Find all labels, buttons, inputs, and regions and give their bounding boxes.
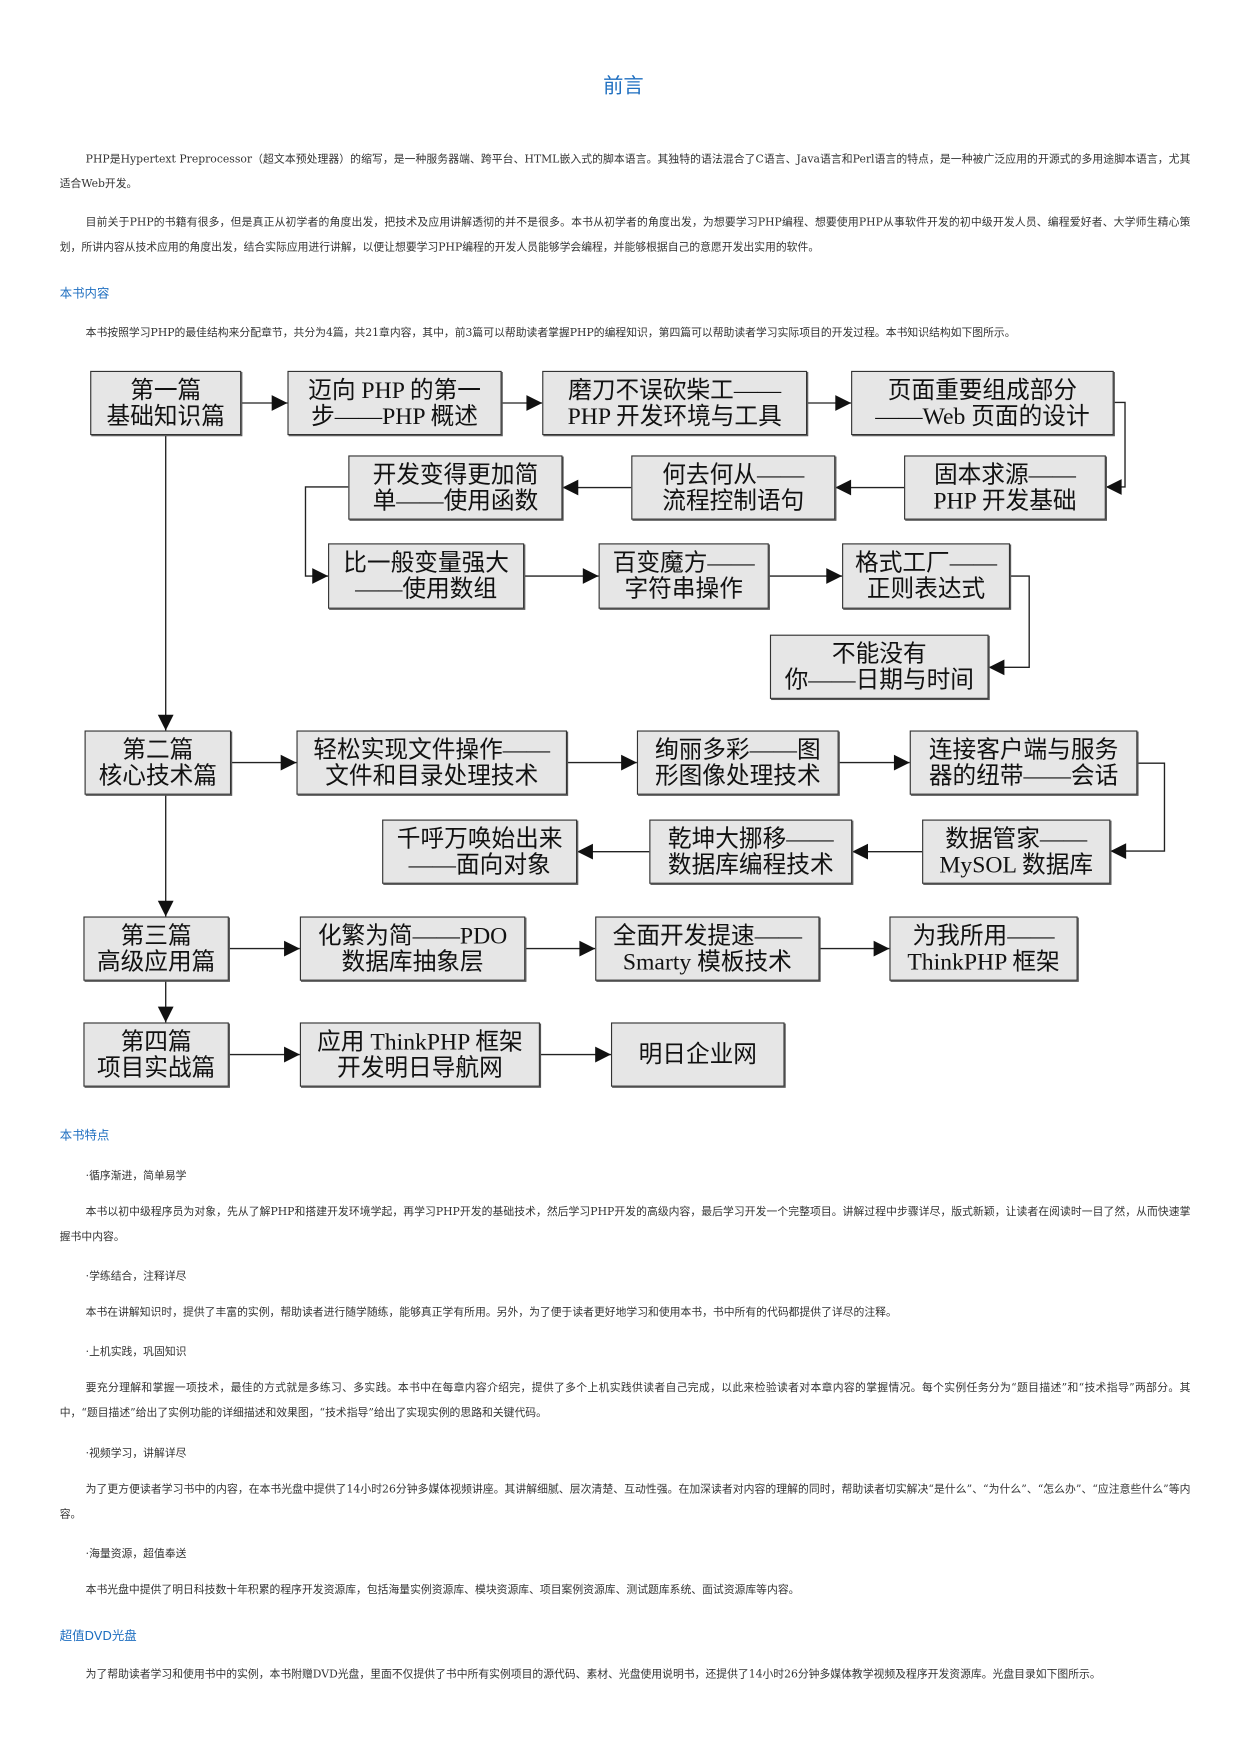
intro-paragraph-2: 目前关于PHP的书籍有很多，但是真正从初学者的角度出发，把技术及应用讲解透彻的并… [59,216,1191,254]
feature-bullet-4: ·视频学习，讲解详尽 [85,1447,187,1460]
flowchart-node: 第一篇 基础知识篇 [90,370,242,436]
flowchart-node: 绚丽多彩——图 形图像处理技术 [636,730,839,795]
flowchart-node-label: 迈向 PHP 的第一 步——PHP 概述 [308,375,481,429]
arrow-head [852,843,868,860]
arrow-head [157,900,174,917]
flowchart-node-label: 第一篇 基础知识篇 [106,375,225,429]
arrow-head [893,754,910,771]
flowchart-node: 第三篇 高级应用篇 [83,916,229,981]
arrow-head [826,568,843,584]
arrow-head [157,1006,174,1023]
flowchart-node: 第四篇 项目实战篇 [83,1022,229,1087]
flowchart-node-label: 磨刀不误砍柴工—— PHP 开发环境与工具 [567,375,782,429]
dvd-paragraph: 为了帮助读者学习和使用书中的实例，本书附赠DVD光盘，里面不仅提供了书中所有实例… [85,1668,1101,1681]
flowchart-node-label: 何去何从—— 流程控制语句 [662,460,805,514]
flowchart-node: 何去何从—— 流程控制语句 [631,455,836,520]
feature-bullet-5: ·海量资源，超值奉送 [85,1547,187,1561]
flowchart-node-label: 固本求源—— PHP 开发基础 [933,460,1077,514]
flowchart-node: 百变魔方—— 字符串操作 [598,543,769,609]
feature-text-1: 本书以初中级程序员为对象，先从了解PHP和搭建开发环境学起，再学习PHP开发的基… [59,1206,1191,1244]
flowchart-node: 比一般变量强大 ——使用数组 [328,543,525,609]
flowchart-node-label: 第四篇 项目实战篇 [96,1027,216,1081]
arrow-head [526,395,543,411]
arrow-head [577,843,593,860]
arrow-head [284,1046,300,1063]
flowchart-node: 格式工厂—— 正则表达式 [842,543,1011,609]
heading-dvd: 超值DVD光盘 [59,1628,137,1644]
feature-text-4: 为了更方便读者学习书中的内容，在本书光盘中提供了14小时26分钟多媒体视频讲座。… [59,1483,1191,1521]
flowchart-node-label: 乾坤大挪移—— 数据库编程技术 [667,824,834,878]
flowchart-node-label: 不能没有 你——日期与时间 [784,639,974,693]
arrow-head [312,568,329,584]
flowchart-node: 迈向 PHP 的第一 步——PHP 概述 [287,370,502,436]
flowchart-node-label: 连接客户端与服务 器的纽带——会话 [928,735,1119,789]
feature-text-5: 本书光盘中提供了明日科技数十年积累的程序开发资源库，包括海量实例资源库、模块资源… [85,1583,800,1597]
flowchart-node: 开发变得更加简 单——使用函数 [348,455,563,520]
flowchart-node: 第二篇 核心技术篇 [84,730,232,795]
flowchart-node: 千呼万唤始出来 ——面向对象 [382,819,578,884]
flowchart-node: 化繁为简——PDO 数据库抽象层 [299,916,526,981]
flowchart-node-label: 百变魔方—— 字符串操作 [612,548,755,602]
flowchart-node: 连接客户端与服务 器的纽带——会话 [909,730,1138,795]
arrow-head [835,395,852,411]
arrow-head [271,395,288,411]
flowchart-node: 应用 ThinkPHP 框架 开发明日导航网 [299,1022,540,1087]
heading-book-features: 本书特点 [59,1128,110,1144]
flowchart-node-label: 页面重要组成部分 ——Web 页面的设计 [875,375,1090,429]
flowchart-node-label: 轻松实现文件操作—— 文件和目录处理技术 [313,735,551,789]
flowchart-node-label: 比一般变量强大 ——使用数组 [343,548,509,602]
flowchart-node: 明日企业网 [610,1022,785,1087]
flowchart-node-label: 明日企业网 [638,1040,757,1068]
flowchart-node-label: 格式工厂—— 正则表达式 [855,548,998,602]
feature-bullet-2: ·学练结合，注释详尽 [85,1270,187,1283]
flowchart-node: 轻松实现文件操作—— 文件和目录处理技术 [296,730,568,795]
intro-paragraph-1: PHP是Hypertext Preprocessor（超文本预处理器）的缩写，是… [59,153,1191,191]
arrow-head [562,479,579,496]
flowchart-node-label: 绚丽多彩——图 形图像处理技术 [654,735,821,789]
flowchart-node-label: 开发变得更加简 单——使用函数 [372,460,539,514]
flowchart-node: 数据管家—— MySOL 数据库 [922,819,1111,884]
heading-book-content: 本书内容 [59,286,110,301]
arrow-head [157,714,174,731]
feature-text-3: 要充分理解和掌握一项技术，最佳的方式就是多练习、多实践。本书中在每章内容介绍完，… [59,1382,1191,1420]
arrow-head [582,568,599,584]
arrow-head [595,1046,611,1063]
content-paragraph: 本书按照学习PHP的最佳结构来分配章节，共分为4篇，共21章内容，其中，前3篇可… [85,326,1016,340]
flowchart-node: 全面开发提速—— Smarty 模板技术 [595,916,820,981]
arrow-head [1105,479,1122,495]
flowchart-node-label: 全面开发提速—— Smarty 模板技术 [612,921,803,975]
arrow-head [621,754,637,771]
flowchart-node: 页面重要组成部分 ——Web 页面的设计 [851,370,1114,436]
flowchart-node: 为我所用—— ThinkPHP 框架 [889,916,1078,981]
flowchart-node: 磨刀不误砍柴工—— PHP 开发环境与工具 [542,370,808,436]
page-title: 前言 [603,74,644,99]
flowchart-node-label: 第三篇 高级应用篇 [96,921,216,975]
flowchart-node-label: 为我所用—— ThinkPHP 框架 [907,921,1060,975]
arrow-head [280,754,297,771]
flowchart-node-label: 数据管家—— MySOL 数据库 [939,824,1094,878]
flowchart-node: 不能没有 你——日期与时间 [769,634,989,699]
arrow-head [284,940,300,957]
flowchart-node: 固本求源—— PHP 开发基础 [904,455,1106,520]
feature-text-2: 本书在讲解知识时，提供了丰富的实例，帮助读者进行随学随练，能够真正学有所用。另外… [85,1306,897,1319]
feature-bullet-1: ·循序渐进，简单易学 [85,1170,187,1183]
flowchart-node-label: 应用 ThinkPHP 框架 开发明日导航网 [317,1027,523,1081]
flowchart-node: 乾坤大挪移—— 数据库编程技术 [649,819,853,884]
arrow-head [873,940,890,957]
arrow-head [988,659,1005,676]
arrow-head [835,479,852,496]
arrow-head [579,940,596,957]
flowchart-node-label: 千呼万唤始出来 ——面向对象 [396,824,563,878]
flowchart-node-label: 第二篇 核心技术篇 [98,735,217,789]
feature-bullet-3: ·上机实践，巩固知识 [85,1345,187,1359]
arrow-head [1110,843,1127,859]
flowchart-node-label: 化繁为简——PDO 数据库抽象层 [317,921,508,975]
